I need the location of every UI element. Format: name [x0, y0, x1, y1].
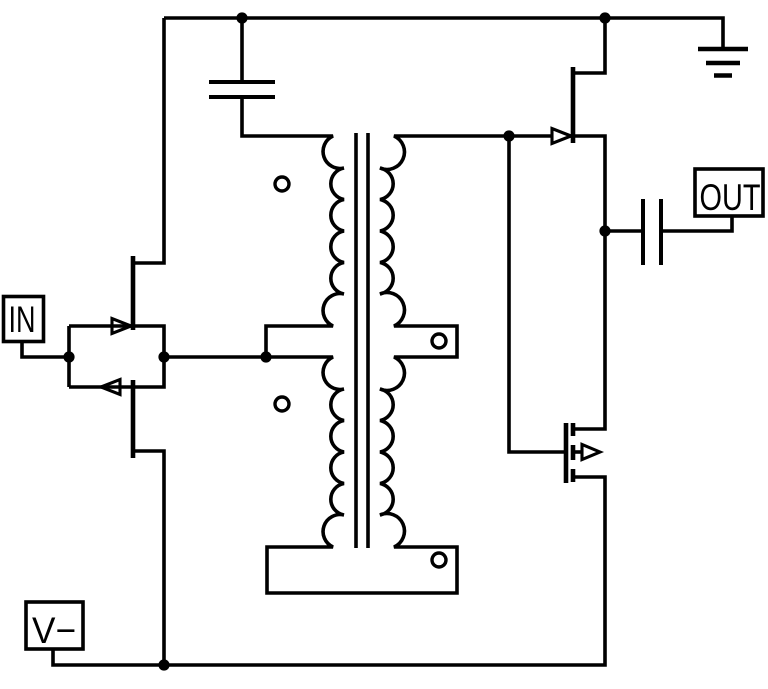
- left-rail-wire: [133, 18, 166, 265]
- body-arrow-icon: [580, 442, 605, 462]
- vminus-terminal-box: [24, 600, 85, 651]
- junction-dots: [63, 12, 611, 671]
- jfet-drain-drop: [133, 449, 166, 665]
- junction-dot: [63, 351, 75, 363]
- mosfet-gate-wire: [507, 136, 566, 454]
- jfet-drain-lead: [573, 18, 607, 75]
- out-terminal-box: [693, 167, 765, 218]
- junction-dot: [158, 659, 170, 671]
- top-rail-wire: [164, 16, 725, 49]
- primary-upper-winding: [240, 97, 345, 357]
- jfet-output: [550, 18, 607, 431]
- phase-dot: [273, 175, 291, 193]
- bottom-rail-wire: [51, 475, 607, 667]
- gate-arrow-icon: [550, 126, 576, 146]
- out-terminal: OUT: [693, 167, 765, 218]
- output-node-wire: [573, 134, 607, 431]
- phase-dot: [273, 395, 291, 413]
- junction-dot: [236, 12, 248, 24]
- junction-dot: [599, 225, 611, 237]
- in-terminal-box: [1, 294, 46, 344]
- vminus-terminal-label: V−: [32, 610, 76, 651]
- out-terminal-label: OUT: [700, 177, 761, 218]
- junction-dot: [260, 351, 272, 363]
- jfet-upper-left: [110, 256, 166, 389]
- jfet-lower-left: [96, 377, 166, 665]
- mosfet: [563, 423, 605, 483]
- phase-dot: [430, 551, 448, 569]
- junction-dot: [503, 130, 515, 142]
- output-capacitor: [605, 199, 734, 265]
- transformer-core: [354, 133, 370, 548]
- ground-icon: [698, 46, 748, 78]
- junction-dot: [158, 351, 170, 363]
- vminus-terminal: V−: [24, 600, 85, 651]
- capacitor-lead-right: [661, 216, 734, 233]
- secondary-winding-chain: [164, 134, 573, 595]
- supply-capacitor: [209, 18, 275, 99]
- phase-dot: [430, 332, 448, 350]
- in-terminal: IN: [1, 294, 46, 344]
- in-terminal-label: IN: [9, 299, 36, 340]
- junction-dot: [599, 12, 611, 24]
